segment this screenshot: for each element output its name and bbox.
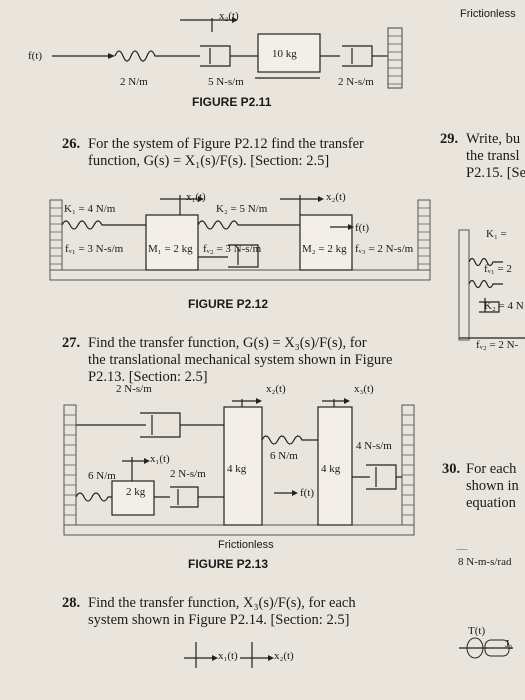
p27-number: 27.: [62, 335, 81, 351]
p26-line1: For the system of Figure P2.12 find the …: [88, 136, 364, 152]
right-k1-label: K₁ =: [486, 228, 507, 240]
p28-line1: Find the transfer function, X₃(s)/F(s), …: [88, 595, 356, 611]
fig211-damper1-label: 5 N-s/m: [208, 76, 244, 88]
fig213-x1-label: x₁(t): [150, 453, 170, 465]
p28-number: 28.: [62, 595, 81, 611]
fig213-force-label: f(t): [300, 487, 315, 499]
rot-damper-label: 8 N-m-s/rad: [458, 556, 512, 568]
p26-line2: function, G(s) = X₁(s)/F(s). [Section: 2…: [88, 153, 330, 169]
p28-line2: system shown in Figure P2.14. [Section: …: [88, 612, 350, 628]
fig212-fv1-label: fᵥ₁ = 3 N-s/m: [65, 243, 124, 255]
p30-line2: shown in: [466, 478, 519, 494]
fig212-x2-label: x₂(t): [326, 191, 346, 203]
fig212-m2-label: M₂ = 2 kg: [302, 243, 347, 255]
fig211-x2-label: x₂(t): [219, 10, 239, 22]
p30-line1: For each: [466, 461, 517, 477]
fig212-fv3-label: fᵥ₃ = 2 N-s/m: [355, 243, 414, 255]
fig213-spring-mid-label: 6 N/m: [270, 450, 298, 462]
fig213-x3-label: x₃(t): [354, 383, 374, 395]
fig212-force-label: f(t): [355, 222, 370, 234]
fig212-x1-label: x₁(t): [186, 191, 206, 203]
right-k2-label: K₂ = 4 N: [484, 300, 524, 312]
fig213-spring-left-label: 6 N/m: [88, 470, 116, 482]
p29-line2: the transl: [466, 148, 520, 164]
p29-line3: P2.15. [Se: [466, 165, 525, 181]
figure-p2-14-fragment: [184, 642, 274, 668]
fig211-damper2-label: 2 N-s/m: [338, 76, 374, 88]
figure-p2-12-caption: FIGURE P2.12: [188, 297, 269, 311]
right-fv1-label: fᵥ₁ = 2: [484, 263, 512, 275]
p27-line3: P2.13. [Section: 2.5]: [88, 369, 208, 385]
fig212-m1-label: M₁ = 2 kg: [148, 243, 193, 255]
fig212-k1-label: K₁ = 4 N/m: [64, 203, 116, 215]
figure-p2-11-caption: FIGURE P2.11: [192, 95, 272, 109]
fig213-center-mass-label: 4 kg: [227, 463, 247, 475]
fig211-force-label: f(t): [28, 50, 43, 62]
torque-label: T(t): [468, 625, 486, 637]
p27-line2: the translational mechanical system show…: [88, 352, 393, 368]
fig213-left-mass-label: 2 kg: [126, 486, 146, 498]
fig213-damper-right-label: 4 N-s/m: [356, 440, 392, 452]
fig211-spring-label: 2 N/m: [120, 76, 148, 88]
p27-line1: Find the transfer function, G(s) = X₃(s)…: [88, 335, 367, 351]
figure-p2-13-diagram: [63, 398, 415, 536]
fig212-fv2-label: fᵥ₂ = 3 N-s/m: [203, 243, 262, 255]
fig213-x2-label: x₂(t): [266, 383, 286, 395]
figure-p2-11-diagram: [52, 17, 403, 89]
fig214-x1-label: x₁(t): [218, 650, 238, 662]
j1-label: J₁: [505, 638, 514, 650]
p26-number: 26.: [62, 136, 81, 152]
p29-number: 29.: [440, 131, 459, 147]
fig213-frictionless-label: Frictionless: [218, 539, 274, 551]
p30-line3: equation: [466, 495, 516, 511]
figure-p2-13-caption: FIGURE P2.13: [188, 557, 269, 571]
fig213-damper-mid-label: 2 N-s/m: [170, 468, 206, 480]
rotational-fig-fragment: [459, 637, 513, 659]
fig214-x2-label: x₂(t): [274, 650, 294, 662]
fig213-right-mass-label: 4 kg: [321, 463, 341, 475]
fig212-k2-label: K₂ = 5 N/m: [216, 203, 268, 215]
figure-p2-12-diagram: [49, 195, 431, 281]
p30-number: 30.: [442, 461, 461, 477]
fig211-mass-label: 10 kg: [272, 48, 297, 60]
right-col-fig-fragment: [456, 229, 525, 550]
p29-line1: Write, bu: [466, 131, 521, 147]
right-fv2-label: fᵥ₂ = 2 N-: [476, 339, 519, 351]
right-frictionless-label: Frictionless: [460, 8, 516, 20]
fig213-top-damper-label: 2 N-s/m: [116, 383, 152, 395]
